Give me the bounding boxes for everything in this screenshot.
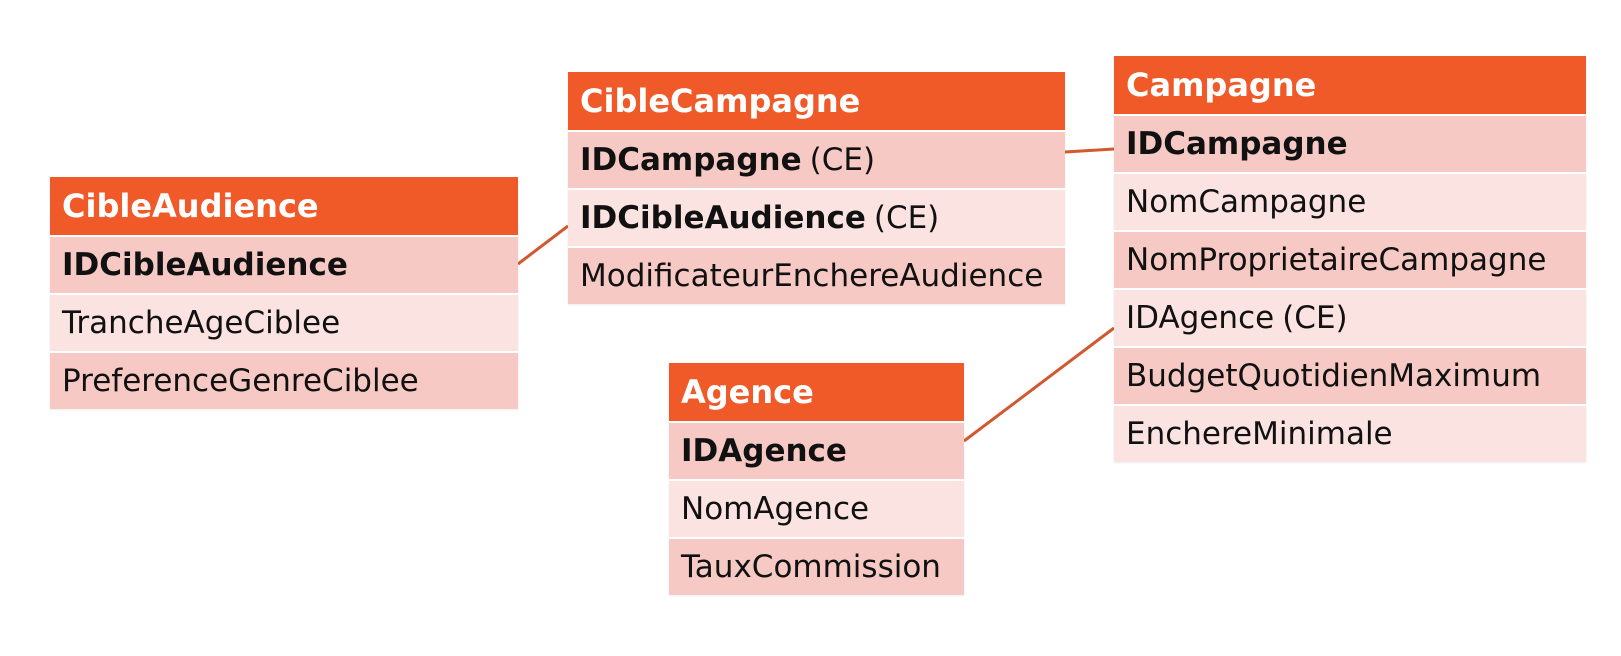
attribute-row: IDCampagne(CE) <box>568 130 1065 188</box>
attribute-name: NomCampagne <box>1126 184 1367 220</box>
attribute-row: IDCampagne <box>1114 114 1586 172</box>
attribute-name: TrancheAgeCiblee <box>62 305 341 341</box>
attribute-row: PreferenceGenreCiblee <box>50 351 518 409</box>
entity-ciblecampagne[interactable]: CibleCampagne IDCampagne(CE) IDCibleAudi… <box>568 72 1065 304</box>
attribute-row: IDAgence <box>669 421 964 479</box>
attribute-name: EnchereMinimale <box>1126 416 1393 452</box>
attribute-row: IDCibleAudience(CE) <box>568 188 1065 246</box>
attribute-name: BudgetQuotidienMaximum <box>1126 358 1542 394</box>
attribute-row: EnchereMinimale <box>1114 404 1586 462</box>
attribute-row: BudgetQuotidienMaximum <box>1114 346 1586 404</box>
attribute-tag: (CE) <box>873 200 940 236</box>
attribute-name: IDCibleAudience <box>580 200 866 236</box>
entity-header: CibleCampagne <box>568 72 1065 130</box>
attribute-row: NomAgence <box>669 479 964 537</box>
attribute-name: ModificateurEnchereAudience <box>580 258 1044 294</box>
attribute-row: NomProprietaireCampagne <box>1114 230 1586 288</box>
entity-cibleaudience[interactable]: CibleAudience IDCibleAudience TrancheAge… <box>50 177 518 409</box>
attribute-row: TauxCommission <box>669 537 964 595</box>
attribute-row: NomCampagne <box>1114 172 1586 230</box>
attribute-row: IDCibleAudience <box>50 235 518 293</box>
attribute-name: NomAgence <box>681 491 870 527</box>
relationship-line-cibleaudience-ciblecampagne <box>517 224 569 266</box>
attribute-name: NomProprietaireCampagne <box>1126 242 1547 278</box>
entity-campagne[interactable]: Campagne IDCampagne NomCampagne NomPropr… <box>1114 56 1586 462</box>
attribute-name: IDCibleAudience <box>62 247 348 283</box>
attribute-name: TauxCommission <box>681 549 941 585</box>
attribute-row: IDAgence(CE) <box>1114 288 1586 346</box>
attribute-row: TrancheAgeCiblee <box>50 293 518 351</box>
entity-agence[interactable]: Agence IDAgence NomAgence TauxCommission <box>669 363 964 595</box>
attribute-tag: (CE) <box>1282 300 1348 336</box>
attribute-name: PreferenceGenreCiblee <box>62 363 419 399</box>
attribute-name: IDCampagne <box>1126 126 1348 162</box>
relationship-line-agence-campagne <box>963 326 1115 443</box>
attribute-name: IDAgence <box>1126 300 1275 336</box>
attribute-name: IDCampagne <box>580 142 802 178</box>
attribute-name: IDAgence <box>681 433 847 469</box>
entity-header: CibleAudience <box>50 177 518 235</box>
attribute-row: ModificateurEnchereAudience <box>568 246 1065 304</box>
entity-header: Agence <box>669 363 964 421</box>
relationship-line-ciblecampagne-campagne <box>1064 147 1115 154</box>
attribute-tag: (CE) <box>809 142 876 178</box>
entity-header: Campagne <box>1114 56 1586 114</box>
